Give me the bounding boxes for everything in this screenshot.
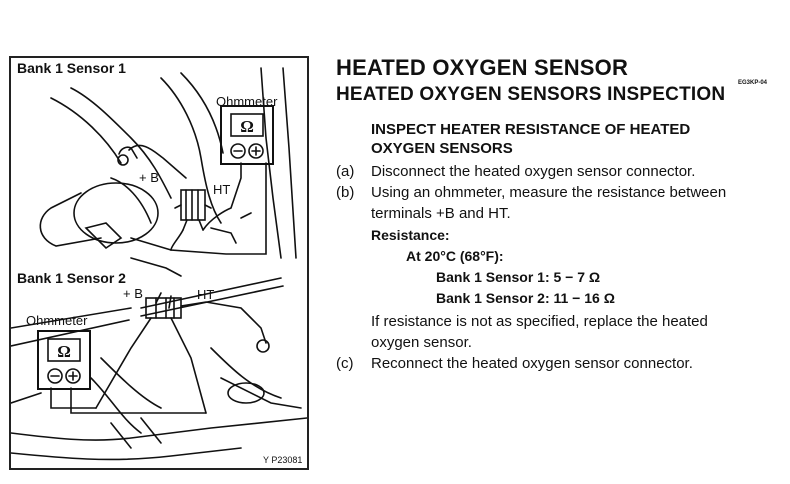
sensor2-spec: Bank 1 Sensor 2: 11 − 16 Ω bbox=[436, 290, 615, 306]
note-line2: oxygen sensor. bbox=[371, 334, 472, 351]
step-b: (b) Using an ohmmeter, measure the resist… bbox=[336, 182, 726, 204]
step-a-marker: (a) bbox=[336, 163, 355, 180]
step-a-text: Disconnect the heated oxygen sensor conn… bbox=[371, 163, 696, 180]
inspection-illustration: Ω Ω Bank 1 Sensor 1 Ohmmeter + B HT Bank… bbox=[9, 56, 309, 470]
figure-code: Y P23081 bbox=[263, 455, 303, 465]
step-c: (c) Reconnect the heated oxygen sensor co… bbox=[336, 353, 693, 375]
note-line1: If resistance is not as specified, repla… bbox=[371, 313, 708, 330]
sensor1-spec: Bank 1 Sensor 1: 5 − 7 Ω bbox=[436, 269, 601, 285]
ohm-symbol-1: Ω bbox=[240, 117, 254, 136]
plus-b-label-1: + B bbox=[139, 170, 159, 185]
illustration-drawing: Ω Ω bbox=[11, 67, 307, 461]
reference-code: EG3KP-04 bbox=[738, 80, 768, 86]
step-c-text: Reconnect the heated oxygen sensor conne… bbox=[371, 355, 693, 372]
ht-label-2: HT bbox=[197, 287, 215, 302]
plus-b-label-2: + B bbox=[123, 286, 143, 301]
section-heading-line1: INSPECT HEATER RESISTANCE OF HEATED bbox=[371, 121, 691, 138]
page-title: HEATED OXYGEN SENSOR bbox=[336, 55, 629, 80]
section-heading-line2: OXYGEN SENSORS bbox=[371, 140, 513, 157]
step-a: (a) Disconnect the heated oxygen sensor c… bbox=[336, 161, 695, 183]
resistance-label: Resistance: bbox=[371, 227, 450, 243]
ohm-symbol-2: Ω bbox=[57, 342, 71, 361]
ohmmeter-label-2: Ohmmeter bbox=[26, 313, 88, 328]
step-c-marker: (c) bbox=[336, 355, 354, 372]
label-bank1-sensor2: Bank 1 Sensor 2 bbox=[17, 270, 126, 286]
step-b-text-line2: terminals +B and HT. bbox=[371, 205, 511, 222]
label-bank1-sensor1: Bank 1 Sensor 1 bbox=[17, 60, 126, 76]
temperature-condition: At 20°C (68°F): bbox=[406, 248, 504, 264]
ht-label-1: HT bbox=[213, 182, 231, 197]
page-subtitle: HEATED OXYGEN SENSORS INSPECTION bbox=[336, 84, 726, 105]
step-b-marker: (b) bbox=[336, 184, 355, 201]
step-b-text-line1: Using an ohmmeter, measure the resistanc… bbox=[371, 184, 727, 201]
ohmmeter-label-1: Ohmmeter bbox=[216, 94, 278, 109]
